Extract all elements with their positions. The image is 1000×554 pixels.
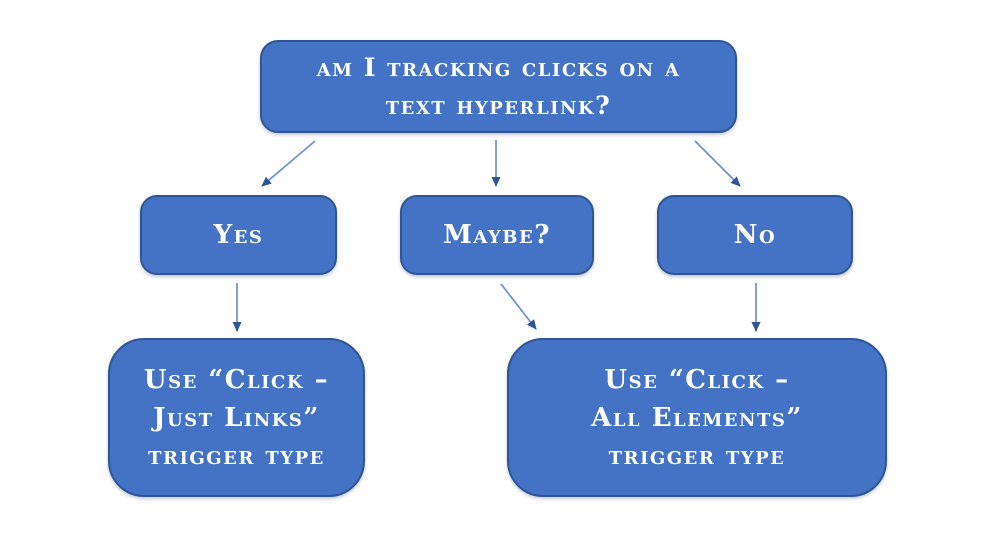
node-question: am I tracking clicks on a text hyperlink… <box>260 40 737 133</box>
node-question-line2: text hyperlink? <box>385 90 612 120</box>
node-just-links-trigger: Use “Click – Just Links” trigger type <box>108 338 365 497</box>
node-all-elements-trigger: Use “Click – All Elements” trigger type <box>507 338 887 497</box>
node-just-links-line3: trigger type <box>148 440 325 471</box>
node-question-line1: am I tracking clicks on a <box>316 52 681 82</box>
arrow-maybe-to-all-elements <box>500 283 537 330</box>
node-no: No <box>657 195 853 275</box>
node-yes-label: Yes <box>213 220 264 250</box>
node-maybe: Maybe? <box>400 195 594 275</box>
node-just-links-line1: Use “Click – <box>143 364 330 395</box>
node-all-elements-line2: All Elements” <box>591 402 803 433</box>
node-just-links-line2: Just Links” <box>153 402 320 433</box>
arrow-question-to-yes <box>261 140 316 187</box>
node-all-elements-line1: Use “Click – <box>604 364 790 395</box>
node-yes: Yes <box>140 195 337 275</box>
node-no-label: No <box>733 220 777 250</box>
node-maybe-label: Maybe? <box>443 220 551 250</box>
node-all-elements-line3: trigger type <box>608 440 786 471</box>
arrow-question-to-no <box>694 140 741 187</box>
